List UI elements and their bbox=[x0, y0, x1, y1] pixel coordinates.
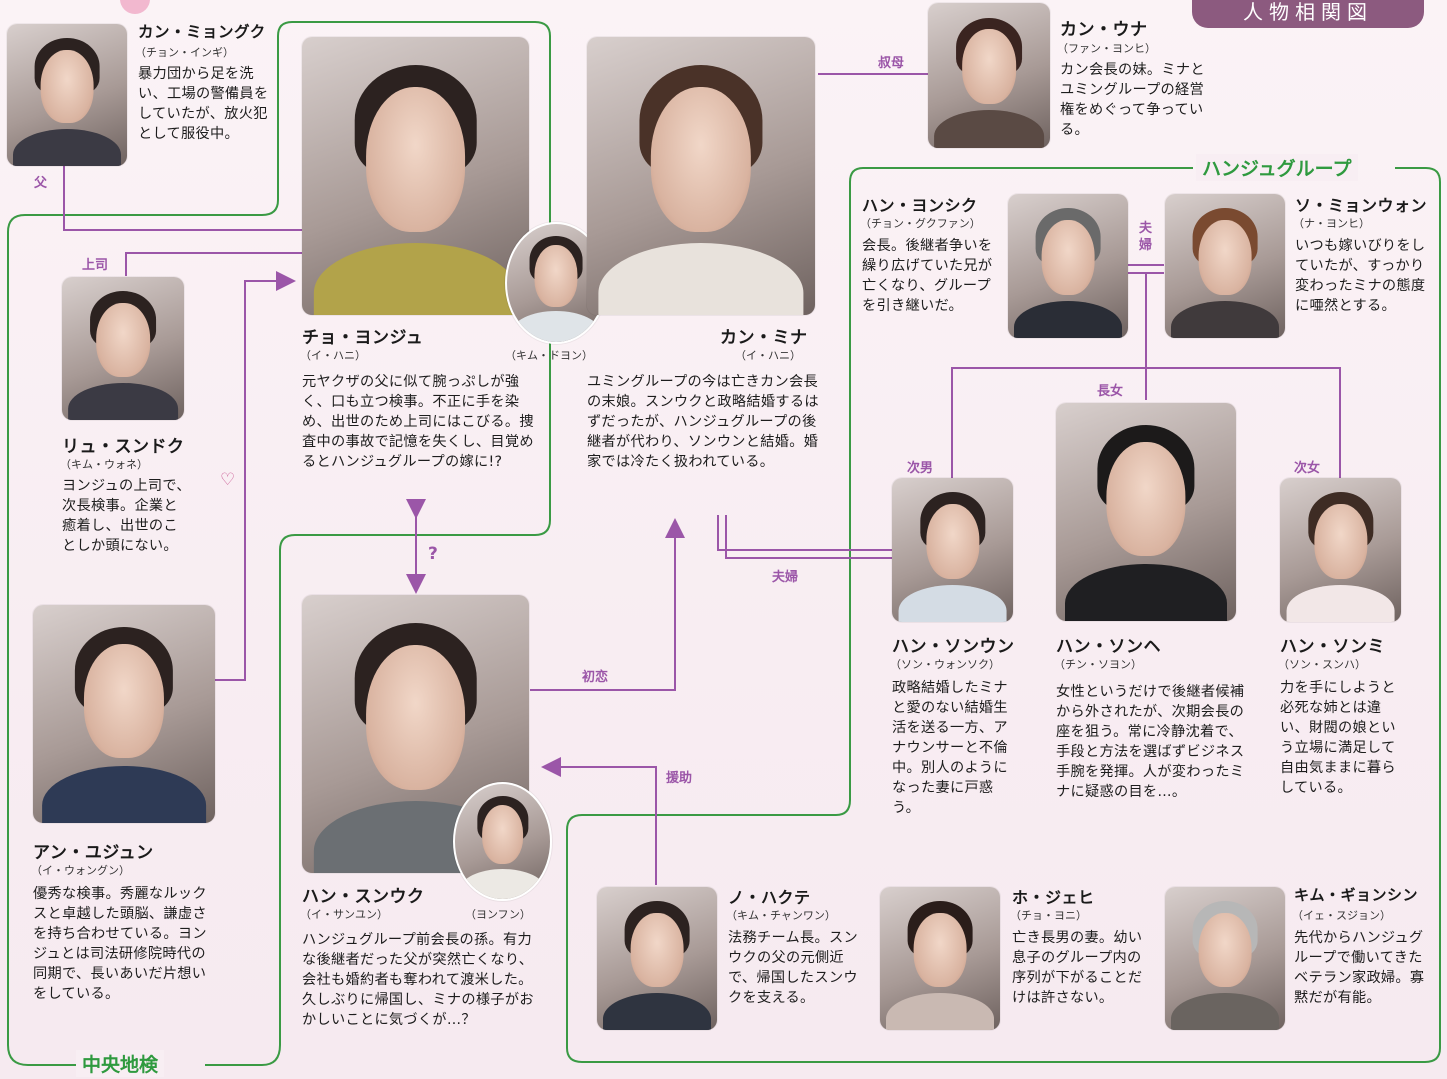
char-name-han-songhe: ハン・ソンヘ bbox=[1056, 637, 1161, 657]
char-desc-kang-una: カン会長の妹。ミナとユミングループの経営権をめぐって争っている。 bbox=[1060, 62, 1205, 138]
char-desc-so-myungwon: いつも嫁いびりをしていたが、すっかり変わったミナの態度に唖然とする。 bbox=[1295, 238, 1426, 314]
so-myungwon-photo bbox=[1165, 194, 1285, 338]
char-desc-han-seunguk: ハンジュグループ前会長の孫。有力な後継者だった父が突然亡くなり、会社も婚約者も奪… bbox=[302, 932, 534, 1028]
char-actor-han-songun: （ソン・ウォンソク） bbox=[890, 658, 1000, 671]
char-name-han-songun: ハン・ソンウン bbox=[892, 637, 1015, 657]
char-actor-so-myungwon: （ナ・ヨンヒ） bbox=[1293, 217, 1370, 230]
char-desc-han-yongsik: 会長。後継者争いを繰り広げていた兄が亡くなり、グループを引き継いだ。 bbox=[862, 238, 993, 314]
char-desc-an-yujun: 優秀な検事。秀麗なルックスと卓越した頭脳、謙虚さを持ち合わせている。ヨンジュとは… bbox=[33, 886, 207, 1002]
char-actor-han-seunguk: （イ・サンユン） bbox=[300, 908, 388, 921]
char-name-kang-myunggu: カン・ミョングク bbox=[138, 23, 266, 41]
question-mark: ? bbox=[428, 544, 438, 564]
han-songun-photo bbox=[892, 478, 1013, 622]
relation-eldest-daughter: 長女 bbox=[1097, 384, 1124, 399]
kim-gyonshin-photo bbox=[1165, 887, 1285, 1030]
char-name-no-hakte: ノ・ハクテ bbox=[728, 888, 811, 907]
char-actor-jo-yeonju: （イ・ハニ） bbox=[300, 349, 366, 362]
decorative-dot bbox=[120, 0, 150, 14]
ryu-sundok-photo bbox=[62, 277, 184, 420]
char-desc-ho-jehi: 亡き長男の妻。幼い息子のグループ内の序列が下がることだけは許さない。 bbox=[1012, 930, 1143, 1006]
char-actor-no-hakte: （キム・チャンワン） bbox=[726, 909, 836, 922]
char-desc-han-songhe: 女性というだけで後継者候補から外されたが、次期会長の座を狙う。常に冷静沈着で、手… bbox=[1056, 684, 1245, 800]
char-desc-no-hakte: 法務チーム長。スンウクの父の元側近で、帰国したスンウクを支える。 bbox=[728, 930, 858, 1006]
heart-icon: ♡ bbox=[220, 470, 236, 490]
relation-second-daughter: 次女 bbox=[1294, 461, 1321, 476]
char-actor-han-songhe: （チン・ソヨン） bbox=[1054, 658, 1142, 671]
relation-married-mina: 夫婦 bbox=[772, 570, 799, 585]
char-actor-kang-una: （ファン・ヨンヒ） bbox=[1057, 42, 1156, 55]
kang-myunggu-photo bbox=[7, 24, 127, 166]
an-yujun-photo bbox=[33, 605, 215, 823]
char-name-ho-jehi: ホ・ジェヒ bbox=[1012, 888, 1095, 907]
relation-support: 援助 bbox=[666, 771, 693, 786]
relation-aunt: 叔母 bbox=[878, 56, 905, 71]
relation-married-parents: 夫婦 bbox=[1139, 221, 1153, 253]
char-actor-young-jo: （キム・ドヨン） bbox=[505, 349, 593, 362]
ho-jehi-photo bbox=[880, 887, 1000, 1030]
char-name-ryu-sundok: リュ・スンドク bbox=[62, 437, 185, 457]
relation-second-son: 次男 bbox=[907, 461, 934, 476]
char-desc-kang-mina: ユミングループの今は亡きカン会長の末娘。スンウクと政略結婚するはずだったが、ハン… bbox=[587, 374, 819, 470]
char-name-han-songmi: ハン・ソンミ bbox=[1280, 637, 1385, 657]
jo-yeonju-photo bbox=[302, 37, 529, 315]
char-desc-kim-gyonshin: 先代からハンジュグループで働いてきたベテラン家政婦。寡黙だが有能。 bbox=[1294, 930, 1425, 1006]
char-desc-ryu-sundok: ヨンジュの上司で、次長検事。企業と癒着し、出世のことしか頭にない。 bbox=[62, 478, 191, 554]
relation-father: 父 bbox=[34, 176, 48, 191]
han-songmi-photo bbox=[1280, 478, 1401, 622]
char-name-han-seunguk: ハン・スンウク bbox=[302, 887, 425, 907]
kang-mina-photo bbox=[587, 37, 815, 315]
han-yongsik-photo bbox=[1008, 194, 1128, 338]
char-name-han-yongsik: ハン・ヨンシク bbox=[862, 196, 978, 215]
char-actor-young-seunguk: （ヨンフン） bbox=[465, 908, 531, 921]
group-seoul-prosecutors: 中央地検 bbox=[76, 1050, 165, 1077]
char-actor-han-songmi: （ソン・スンハ） bbox=[1278, 658, 1366, 671]
char-actor-kang-myunggu: （チョン・インギ） bbox=[135, 46, 234, 59]
char-desc-han-songun: 政略結婚したミナと愛のない結婚生活を送る一方、アナウンサーと不倫中。別人のように… bbox=[892, 680, 1008, 816]
han-songhe-photo bbox=[1056, 403, 1236, 621]
char-actor-ryu-sundok: （キム・ウォネ） bbox=[60, 458, 148, 471]
char-actor-kang-mina: （イ・ハニ） bbox=[735, 349, 801, 362]
char-name-an-yujun: アン・ユジュン bbox=[33, 843, 154, 863]
young-seunguk-photo bbox=[453, 782, 552, 901]
group-hanju: ハンジュグループ bbox=[1196, 154, 1358, 181]
char-actor-an-yujun: （イ・ウォングン） bbox=[31, 864, 130, 877]
char-name-kang-mina: カン・ミナ bbox=[720, 328, 808, 348]
char-actor-ho-jehi: （チョ・ヨニ） bbox=[1010, 909, 1087, 922]
char-name-kim-gyonshin: キム・ギョンシン bbox=[1294, 886, 1419, 904]
relation-first-love: 初恋 bbox=[582, 670, 609, 685]
char-desc-han-songmi: 力を手にしようと必死な姉とは違い、財閥の娘という立場に満足して自由気ままに暮らし… bbox=[1280, 680, 1396, 796]
char-name-so-myungwon: ソ・ミョンウォン bbox=[1295, 196, 1428, 215]
relation-boss: 上司 bbox=[82, 258, 109, 273]
kang-una-photo bbox=[928, 3, 1050, 148]
char-actor-kim-gyonshin: （イェ・スジョン） bbox=[1292, 909, 1391, 922]
char-desc-kang-myunggu: 暴力団から足を洗い、工場の警備員をしていたが、放火犯として服役中。 bbox=[138, 66, 269, 142]
char-desc-jo-yeonju: 元ヤクザの父に似て腕っぷしが強く、口も立つ検事。不正に手を染め、出世のため上司に… bbox=[302, 374, 534, 470]
char-name-jo-yeonju: チョ・ヨンジュ bbox=[302, 328, 424, 348]
char-actor-han-yongsik: （チョン・グクファン） bbox=[860, 217, 981, 230]
title-banner: 人物相関図 bbox=[1192, 0, 1424, 28]
char-name-kang-una: カン・ウナ bbox=[1060, 20, 1148, 40]
no-hakte-photo bbox=[597, 887, 717, 1030]
